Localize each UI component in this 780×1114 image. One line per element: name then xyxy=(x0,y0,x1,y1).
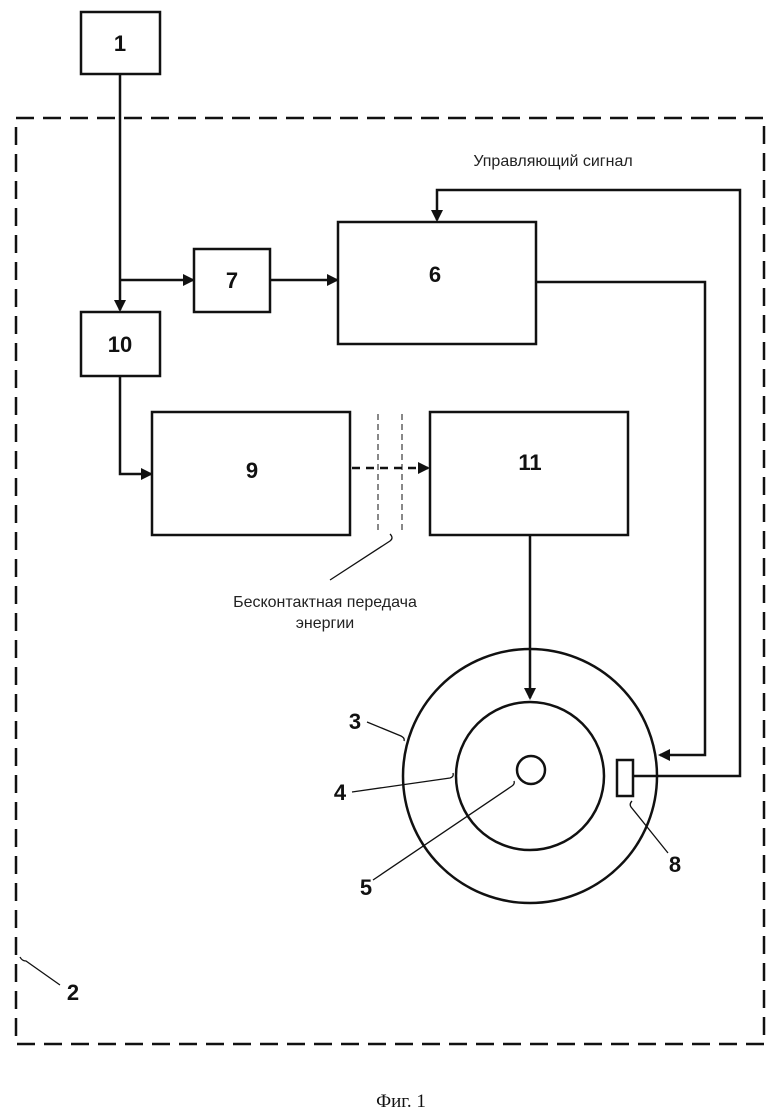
center-element-5 xyxy=(517,756,545,784)
block-9-label: 9 xyxy=(246,458,258,483)
ref-2-leader xyxy=(20,957,60,985)
inner-circle-4 xyxy=(456,702,604,850)
block-6-label: 6 xyxy=(429,262,441,287)
ref-2-label: 2 xyxy=(67,980,79,1005)
wireless-label-line1: Бесконтактная передача xyxy=(233,594,417,611)
ref-8-label: 8 xyxy=(669,852,681,877)
wire-10-to-9 xyxy=(120,376,151,474)
control-signal-label: Управляющий сигнал xyxy=(473,153,632,170)
ref-3-leader xyxy=(367,722,404,741)
figure-caption: Фиг. 1 xyxy=(376,1091,426,1112)
ref-3-label: 3 xyxy=(349,709,361,734)
wireless-label-leader xyxy=(330,534,392,580)
ref-5-leader xyxy=(373,781,514,880)
sensor-8 xyxy=(617,760,633,796)
ref-5-label: 5 xyxy=(360,875,372,900)
block-10-label: 10 xyxy=(108,332,132,357)
wireless-label-line2: энергии xyxy=(296,615,355,632)
ref-4-label: 4 xyxy=(334,780,347,805)
block-7-label: 7 xyxy=(226,268,238,293)
block-11-label: 11 xyxy=(518,450,541,475)
block-1-label: 1 xyxy=(114,31,126,56)
